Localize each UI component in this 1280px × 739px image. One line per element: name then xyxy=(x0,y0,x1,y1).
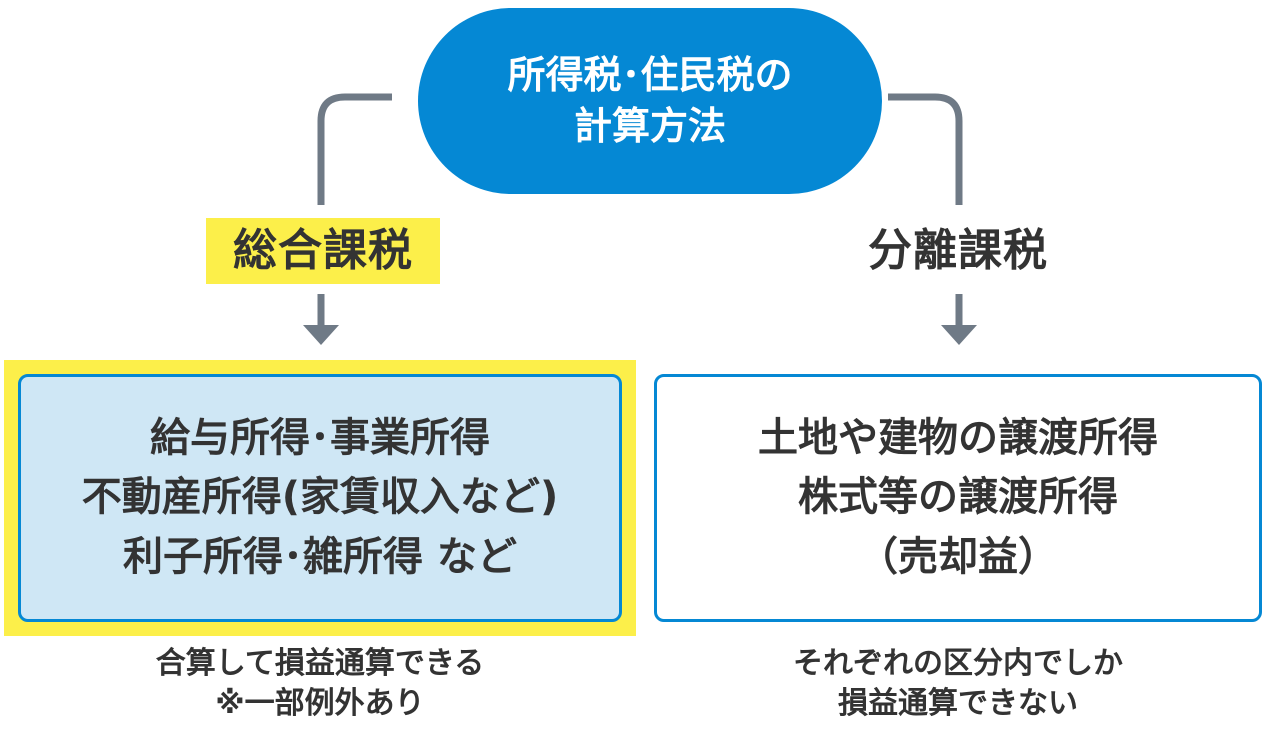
left-arrow-head-icon xyxy=(303,325,339,345)
separate-income-line-2: 株式等の譲渡所得 xyxy=(798,474,1118,521)
right-arrow-head-icon xyxy=(941,325,977,345)
root-title-line-1: 所得税･住民税の xyxy=(507,52,793,97)
separate-income-line-3: （売却益） xyxy=(858,533,1058,580)
root-node: 所得税･住民税の 計算方法 xyxy=(418,8,882,194)
separate-note: それぞれの区分内でしか 損益通算できない xyxy=(718,644,1198,724)
separate-income-box: 土地や建物の譲渡所得 株式等の譲渡所得 （売却益） xyxy=(654,374,1262,622)
root-title-line-2: 計算方法 xyxy=(573,104,726,148)
comprehensive-note: 合算して損益通算できる ※一部例外あり xyxy=(80,644,560,724)
right-connector xyxy=(888,93,963,327)
separate-income-line-1: 土地や建物の譲渡所得 xyxy=(758,415,1158,462)
comprehensive-income-line-2: 不動産所得(家賃収入など) xyxy=(81,474,559,521)
left-connector xyxy=(317,93,392,327)
comprehensive-income-line-1: 給与所得･事業所得 xyxy=(150,415,490,462)
separate-note-line-2: 損益通算できない xyxy=(838,685,1078,721)
branch-label-comprehensive: 総合課税 xyxy=(206,218,440,284)
comprehensive-income-line-3: 利子所得･雑所得 など xyxy=(123,533,517,580)
branch-label-separate: 分離課税 xyxy=(868,225,1048,276)
comprehensive-note-line-2: ※一部例外あり xyxy=(215,685,425,721)
comprehensive-note-line-1: 合算して損益通算できる xyxy=(155,646,485,681)
separate-note-line-1: それぞれの区分内でしか xyxy=(793,646,1123,681)
comprehensive-income-box: 給与所得･事業所得 不動産所得(家賃収入など) 利子所得･雑所得 など xyxy=(18,374,622,622)
